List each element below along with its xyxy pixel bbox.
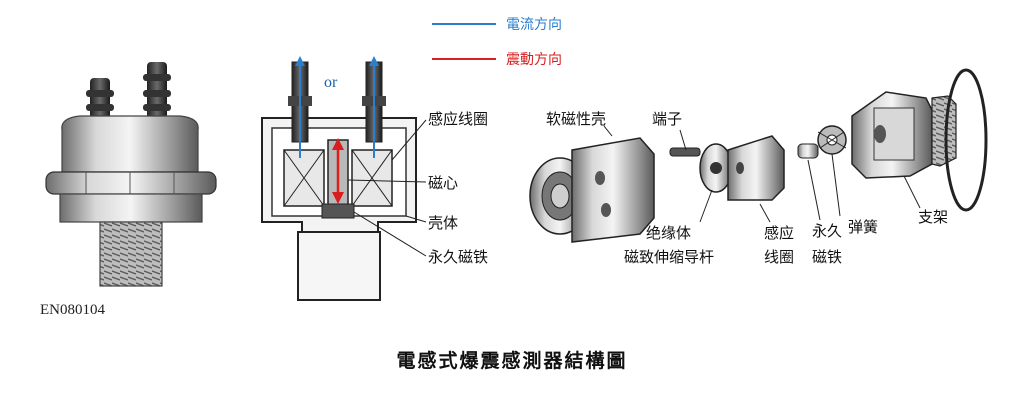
label-sensing-coil: 感应线圈 — [428, 110, 489, 128]
label-magnetostrictive-rod: 磁致伸缩导杆 — [624, 248, 715, 266]
label-magnetic-core: 磁心 — [428, 174, 459, 192]
terminal-left — [86, 78, 114, 122]
sensor-external-view — [45, 62, 217, 287]
label-bracket: 支架 — [918, 208, 949, 226]
label-permanent-magnet-exploded-1: 永久 — [812, 222, 843, 240]
label-permanent-magnet-exploded-2: 磁铁 — [812, 248, 843, 266]
sensor-exploded-view — [529, 68, 988, 243]
label-permanent-magnet: 永久磁铁 — [428, 248, 489, 266]
terminal-right — [143, 62, 171, 122]
label-sensing-coil-exploded-2: 线圈 — [764, 248, 795, 266]
label-insulator: 绝缘体 — [646, 224, 692, 242]
legend-vibration-label: 震動方向 — [506, 52, 562, 68]
label-terminal: 端子 — [652, 110, 683, 128]
label-soft-magnetic-shell: 软磁性壳 — [546, 110, 607, 128]
label-sensing-coil-exploded-1: 感应 — [764, 224, 795, 242]
sensor-cross-section — [261, 56, 427, 301]
diagram-caption: 電感式爆震感測器結構圖 — [396, 350, 628, 372]
legend-current-label: 電流方向 — [506, 17, 562, 33]
figure-code: EN080104 — [40, 302, 105, 318]
or-label: or — [324, 74, 338, 91]
label-spring: 弹簧 — [848, 218, 879, 236]
spring-icon — [817, 125, 847, 155]
label-housing: 壳体 — [428, 214, 459, 232]
